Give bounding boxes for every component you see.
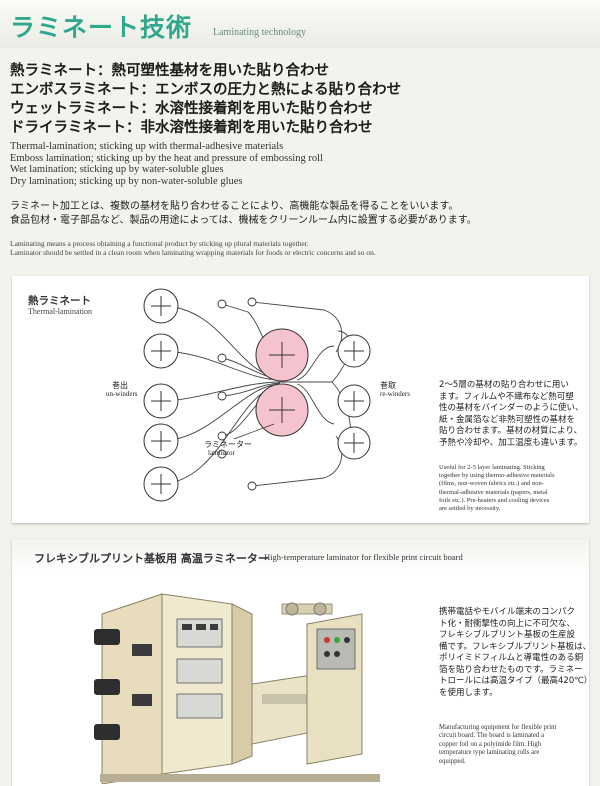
thermal-lamination-description: 2～5層の基材の貼り合わせに用い ます。フィルムや不織布など熱可塑 性の基材をバ… (439, 380, 584, 449)
fpc-laminator-panel: フレキシブルプリント基板用 高温ラミネーター High-temperature … (12, 539, 593, 786)
headline-thermal: 熱ラミネート：熱可塑性基材を用いた貼り合わせ (10, 63, 329, 79)
rewinder-label: 巻取 (380, 381, 396, 390)
en-line-wet: Wet lamination; sticking up by water-sol… (10, 164, 224, 175)
lamination-types-jp: 熱ラミネート：熱可塑性基材を用いた貼り合わせ エンボスラミネート：エンボスの圧力… (10, 62, 430, 138)
unwinder-label: 巻出 (112, 381, 128, 390)
en-line-dry: Dry lamination; sticking up by non-water… (10, 175, 243, 187)
intro-en-line: Laminator should be settled in a clean r… (10, 248, 376, 257)
fpc-laminator-description: 携帯電話やモバイル端末のコンパク ト化・耐衝撃性の向上に不可欠な、 フレキシブル… (439, 607, 593, 699)
desc-line-en: foils etc.). Pre-heaters and cooling dev… (439, 496, 550, 504)
thermal-lamination-description-en: Useful for 2-5 layer laminating. Stickin… (439, 464, 581, 513)
desc-line-en: temperature type laminating rolls are (439, 749, 540, 757)
lamination-types-en: Thermal-lamination; sticking up with the… (10, 141, 450, 187)
headline-dry: ドライラミネート：非水溶性接着剤を用いた貼り合わせ (10, 120, 373, 136)
intro-jp-line: 食品包材・電子部品など、製品の用途によっては、機械をクリーンルーム内に設置する必… (10, 215, 477, 226)
desc-line-en: Useful for 2-5 layer laminating. Stickin… (439, 464, 545, 471)
desc-line-en: copper foil on a polyimide film. High (439, 740, 542, 748)
thermal-lamination-title-en: Thermal-lamination (28, 307, 92, 316)
desc-line: ます。フィルムや不織布など熱可塑 (439, 391, 574, 402)
desc-line-en: thermal-adhesive materials (papers, meta… (439, 488, 548, 496)
desc-line: を使用します。 (439, 687, 498, 698)
desc-line-en: circuit board. The board is laminated a (439, 732, 544, 740)
intro-text-en: Laminating means a process obtaining a f… (10, 239, 570, 257)
fpc-laminator-description-en: Manufacturing equipment for flexible pri… (439, 724, 587, 766)
desc-line: 性の基材をバインダーのように使い、 (439, 403, 584, 413)
intro-en-line: Laminating means a process obtaining a f… (10, 239, 309, 248)
desc-line-en: (films, non-woven fabrics etc.) and non- (439, 480, 544, 488)
desc-line: 2～5層の基材の貼り合わせに用い (439, 380, 569, 390)
en-line-emboss: Emboss lamination; sticking up by the he… (10, 152, 323, 164)
en-line-thermal: Thermal-lamination; sticking up with the… (10, 141, 284, 152)
desc-line: 紙・金属箔など非熱可塑性の基材を (439, 414, 576, 425)
headline-wet: ウェットラミネート：水溶性接着剤を用いた貼り合わせ (10, 101, 373, 117)
desc-line: フレキシブルプリント基板の生産設 (439, 630, 576, 640)
desc-line: 携帯電話やモバイル端末のコンパク (439, 607, 576, 617)
laminator-label-en: laminator (208, 449, 235, 457)
desc-line: 予熱や冷却や、加工温度も違います。 (439, 437, 583, 448)
thermal-lamination-title: 熱ラミネート (28, 295, 91, 307)
desc-line: トロールには高温タイプ（最高420℃） (439, 676, 593, 686)
intro-jp-line: ラミネート加工とは、複数の基材を貼り合わせることにより、高機能な製品を得ることを… (10, 201, 459, 212)
desc-line-en: are settled by necessity. (439, 505, 501, 513)
thermal-lamination-diagram (143, 288, 371, 502)
desc-line-en: equipped. (439, 757, 466, 765)
desc-line-en: together by using thermo-adhesive materi… (439, 472, 555, 480)
laminator-label: ラミネーター (204, 440, 252, 449)
page-header: ラミネート技術 Laminating technology (0, 0, 600, 48)
laminator-machine-photo (94, 593, 380, 784)
rewinder-label-en: re-winders (380, 390, 410, 398)
unwinder-label-en: un-winders (106, 390, 138, 398)
desc-line-en: Manufacturing equipment for flexible pri… (439, 724, 557, 731)
desc-line: ト化・耐衝撃性の向上に不可欠な、 (439, 618, 576, 629)
thermal-lamination-panel: 熱ラミネート Thermal-lamination 巻出 un-winders … (12, 276, 589, 523)
page-title: ラミネート技術 (10, 13, 193, 42)
headline-emboss: エンボスラミネート：エンボスの圧力と熱による貼り合わせ (10, 82, 402, 98)
intro-text-jp: ラミネート加工とは、複数の基材を貼り合わせることにより、高機能な製品を得ることを… (10, 200, 570, 228)
desc-line: 備です。フレキシブルプリント基板は、 (439, 641, 592, 652)
page-subtitle-en: Laminating technology (213, 27, 307, 38)
fpc-laminator-title-en: High-temperature laminator for flexible … (264, 552, 463, 562)
desc-line: 箔を貼り合わせたものです。ラミネー (439, 664, 583, 675)
desc-line: ポリイミドフィルムと導電性のある銅 (439, 653, 584, 663)
desc-line: 貼り合わせます。基材の材質により、 (439, 426, 583, 436)
fpc-laminator-title: フレキシブルプリント基板用 高温ラミネーター (34, 552, 269, 565)
